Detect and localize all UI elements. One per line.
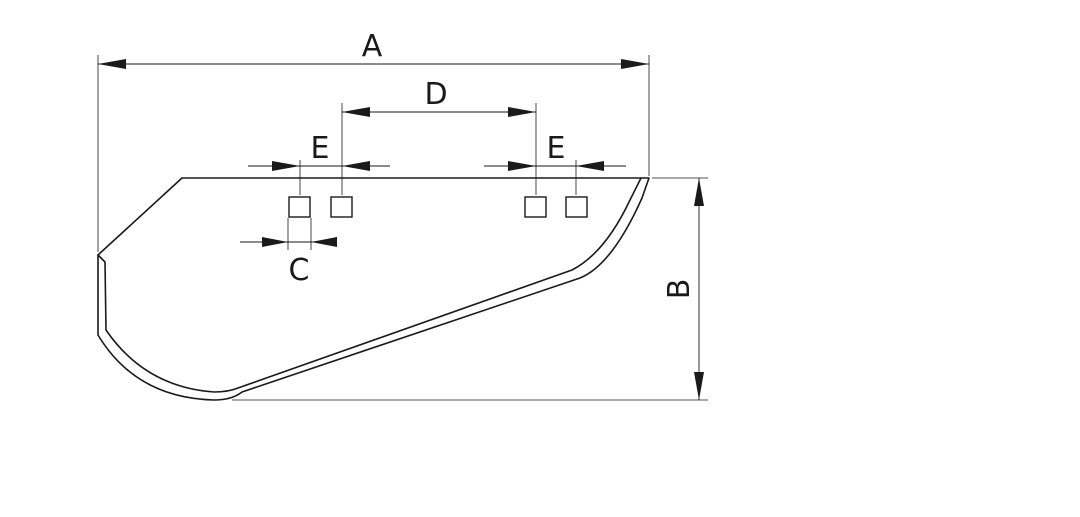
label-e-right: E <box>547 131 566 166</box>
mounting-hole-1 <box>288 196 311 218</box>
label-b: B <box>662 279 697 300</box>
arrowhead-a-left <box>98 59 126 69</box>
label-e-left: E <box>311 131 330 166</box>
part-outline <box>97 177 650 401</box>
arrowhead-e-right-2 <box>576 161 604 171</box>
dimension-e-left: E <box>248 131 390 171</box>
mounting-hole-4 <box>565 196 588 218</box>
arrowhead-b-bottom <box>694 372 704 400</box>
arrowhead-d-right <box>508 107 536 117</box>
mounting-holes <box>288 196 588 218</box>
blade-outer-profile <box>97 177 650 401</box>
dimension-e-right: E <box>484 131 626 171</box>
label-c: C <box>289 253 310 288</box>
dimension-b: B <box>662 178 704 400</box>
dimension-c: C <box>240 237 337 288</box>
arrowhead-c-right <box>311 237 337 247</box>
arrowhead-e-left-2 <box>342 161 370 171</box>
arrowhead-b-top <box>694 178 704 206</box>
dimension-a: A <box>98 29 649 69</box>
mounting-hole-2 <box>330 196 353 218</box>
arrowhead-e-right-1 <box>508 161 536 171</box>
extension-lines <box>97 55 708 401</box>
mounting-hole-3 <box>524 196 547 218</box>
dimension-d: D <box>342 77 536 117</box>
label-a: A <box>362 29 383 64</box>
arrowhead-a-right <box>621 59 649 69</box>
arrowhead-c-left <box>262 237 288 247</box>
arrowhead-e-left-1 <box>272 161 300 171</box>
label-d: D <box>424 77 447 112</box>
blade-inner-edge <box>97 177 642 393</box>
arrowhead-d-left <box>342 107 370 117</box>
